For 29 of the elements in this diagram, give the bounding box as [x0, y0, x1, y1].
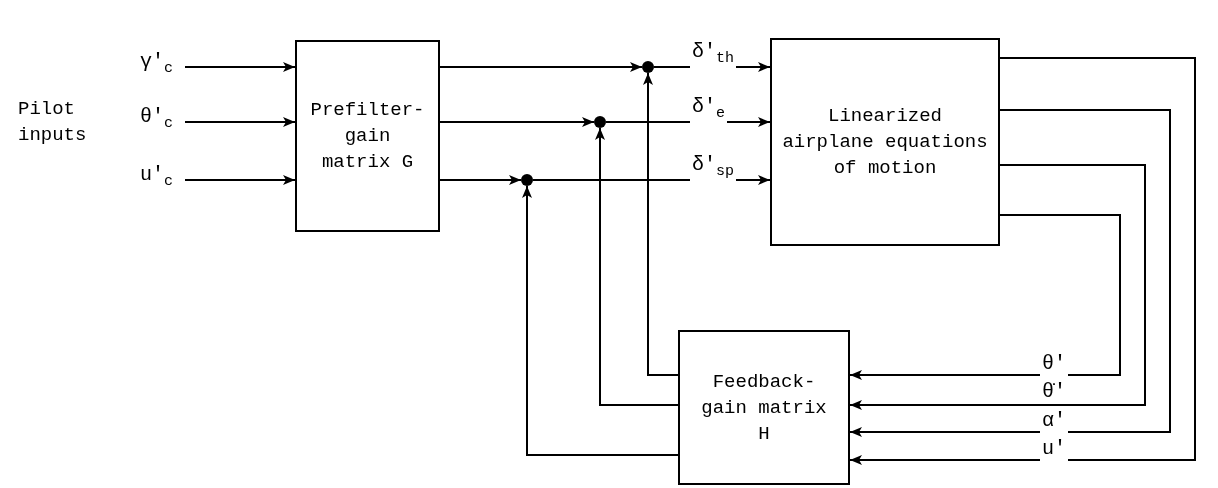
gain-block [295, 40, 440, 232]
signal-label: δ'$_{th}$ [690, 40, 737, 71]
arrow [184, 117, 296, 127]
summing-junction [642, 61, 654, 73]
summing-junction [521, 174, 533, 186]
signal-label: δ'$_{sp}$ [690, 153, 737, 184]
signal-label: α' [1040, 409, 1068, 433]
arrow [643, 72, 679, 376]
signal-label: θ' [1040, 352, 1068, 376]
arrow [849, 57, 1196, 465]
summing-junction [594, 116, 606, 128]
plant-block [770, 38, 1000, 246]
block-label: Prefilter-gain matrix G [309, 98, 426, 175]
input-group-label: Pilot inputs [18, 97, 88, 148]
block-label: Feedback-gain matrix H [700, 369, 828, 447]
signal-label: u' [1040, 437, 1068, 461]
arrow [439, 62, 643, 72]
signal-label: δ'$_{e}$ [690, 95, 728, 126]
arrow [439, 117, 595, 127]
arrow [522, 185, 679, 456]
block-label: Linearized airplane equations of motion [781, 104, 989, 181]
arrow [849, 109, 1171, 437]
arrow [849, 214, 1121, 380]
gain-block [678, 330, 850, 485]
arrow [439, 175, 522, 185]
arrow [184, 175, 296, 185]
arrow [595, 127, 679, 406]
arrow [849, 164, 1146, 410]
arrow [184, 62, 296, 72]
